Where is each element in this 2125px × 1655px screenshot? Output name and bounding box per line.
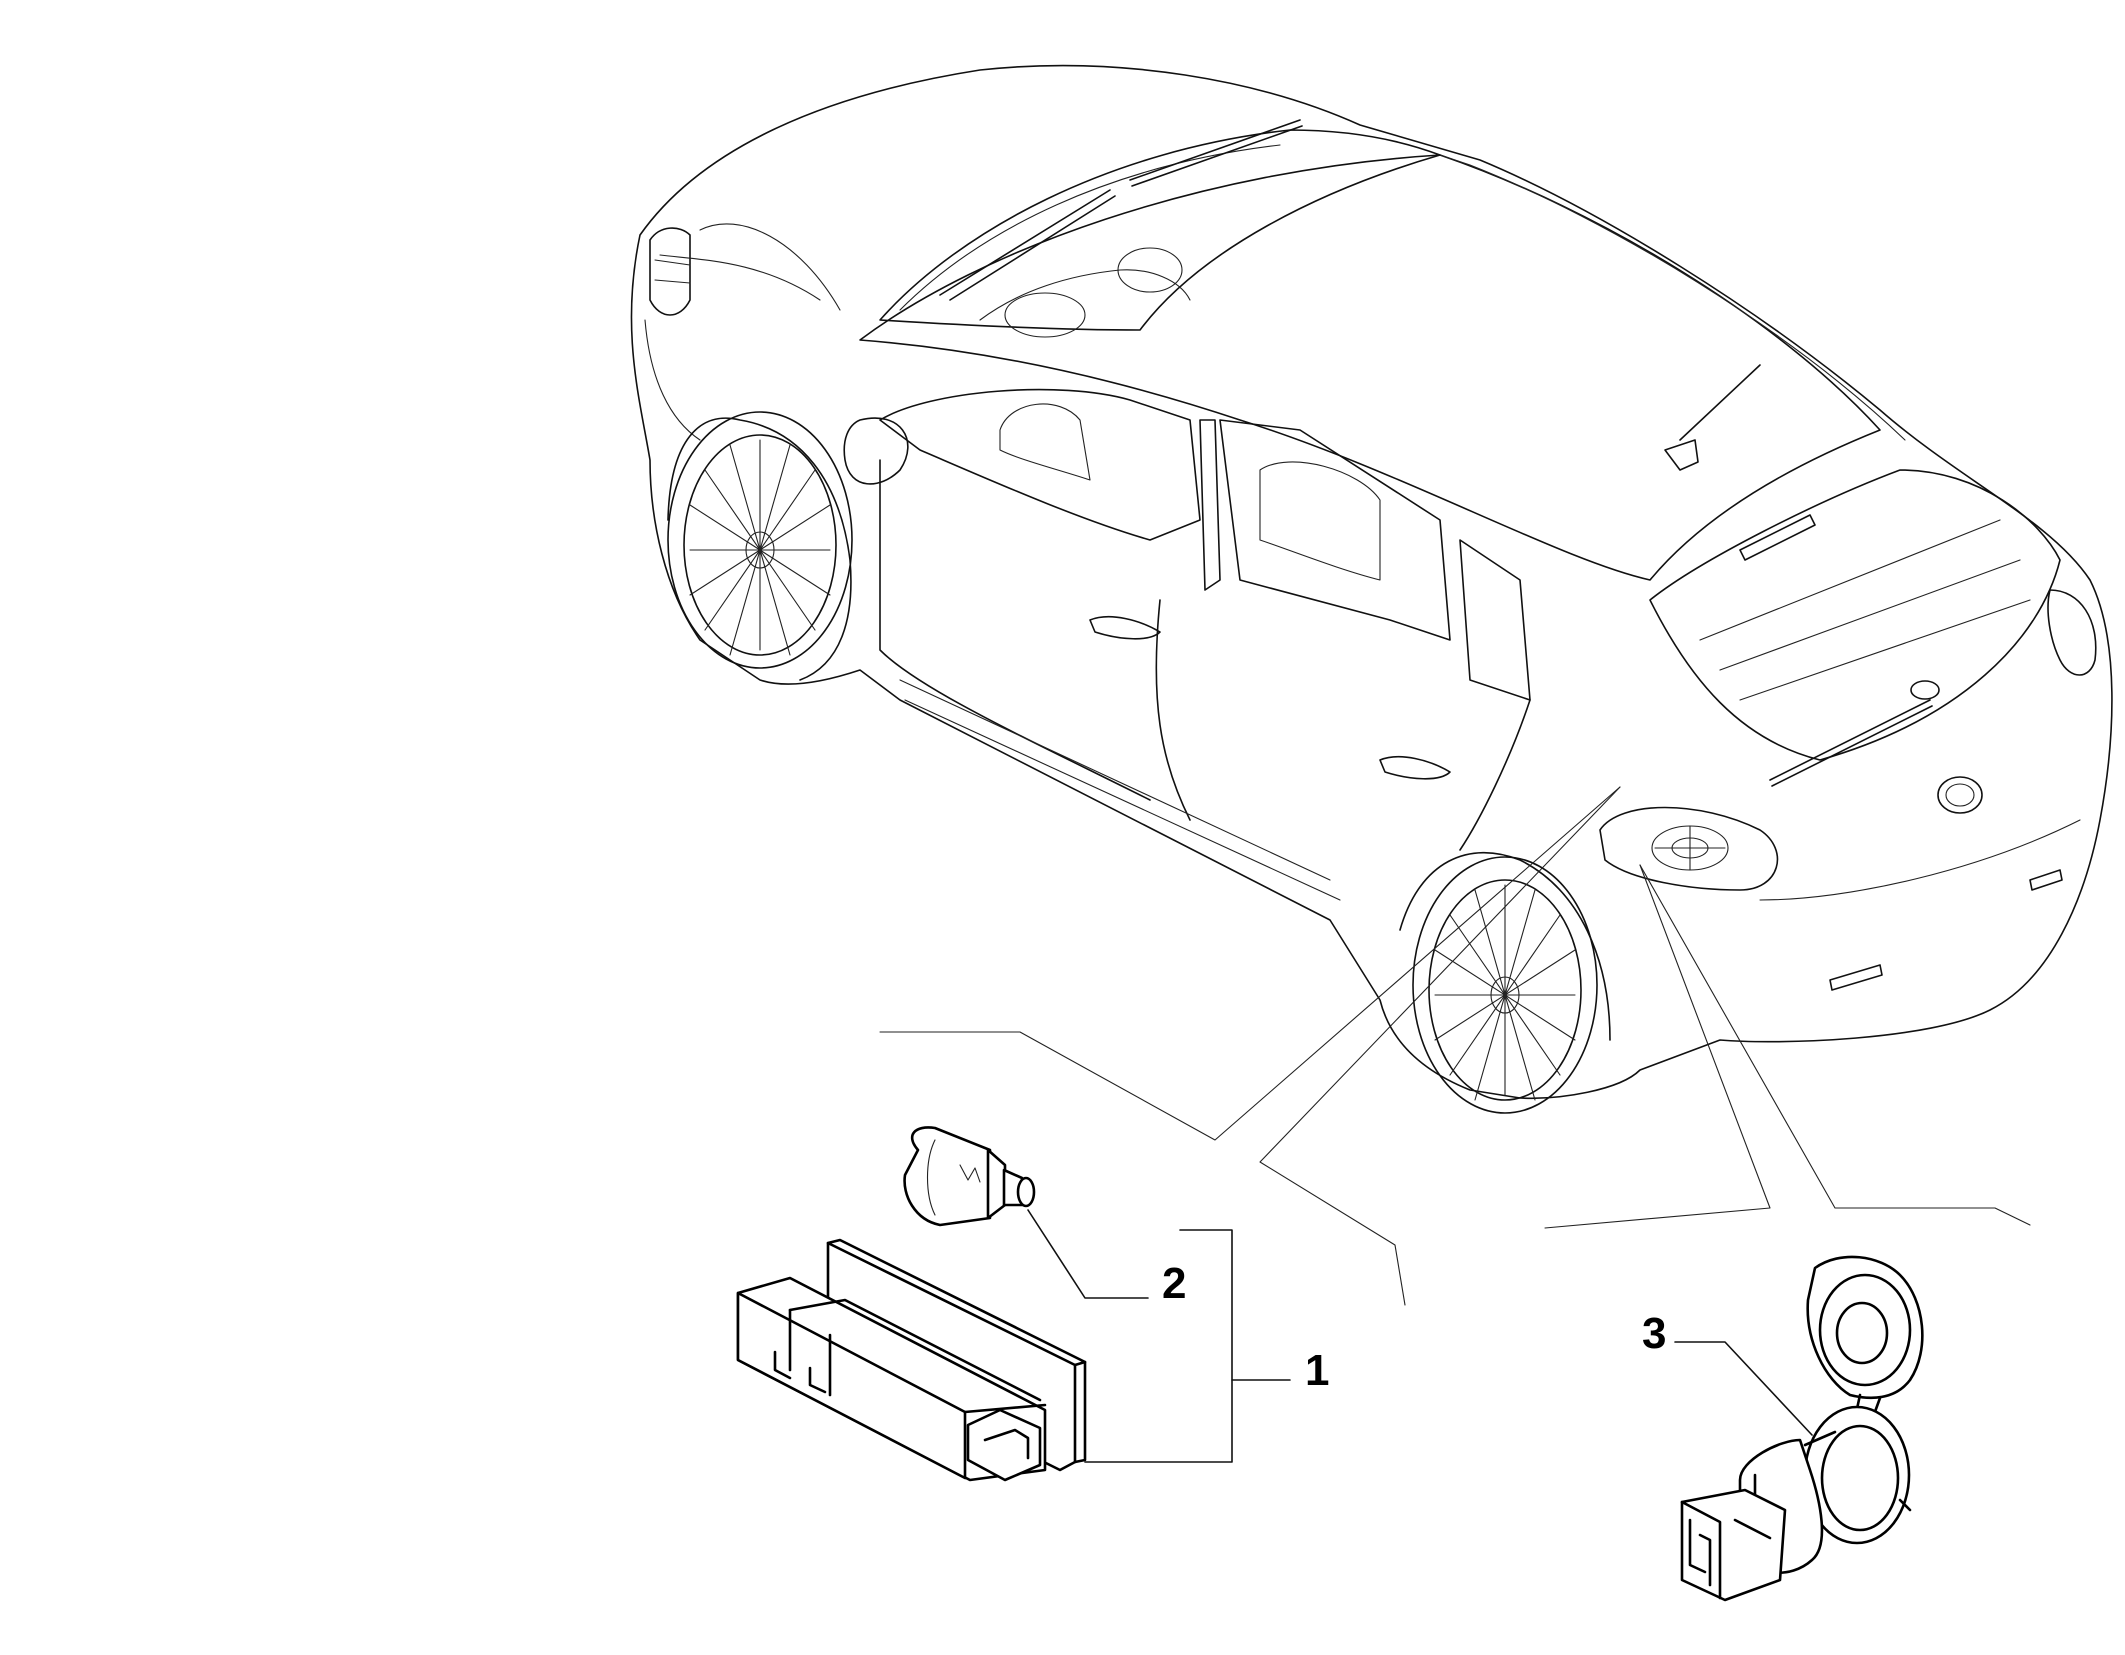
lamp-housing-part (736, 1238, 1087, 1482)
bulb-part (903, 1126, 1036, 1227)
car-illustration (630, 64, 2113, 1114)
callout-leaders (1027, 1209, 1813, 1463)
callout-number-3: 3 (1642, 1309, 1666, 1358)
front-wheel (667, 411, 853, 681)
rear-wheel (1399, 851, 1611, 1114)
rear-lamp (1599, 806, 1779, 891)
detail-leader-lines (879, 786, 2031, 1306)
socket-part (1680, 1255, 1924, 1602)
callout-number-2: 2 (1162, 1259, 1186, 1308)
callout-number-1: 1 (1305, 1346, 1329, 1395)
